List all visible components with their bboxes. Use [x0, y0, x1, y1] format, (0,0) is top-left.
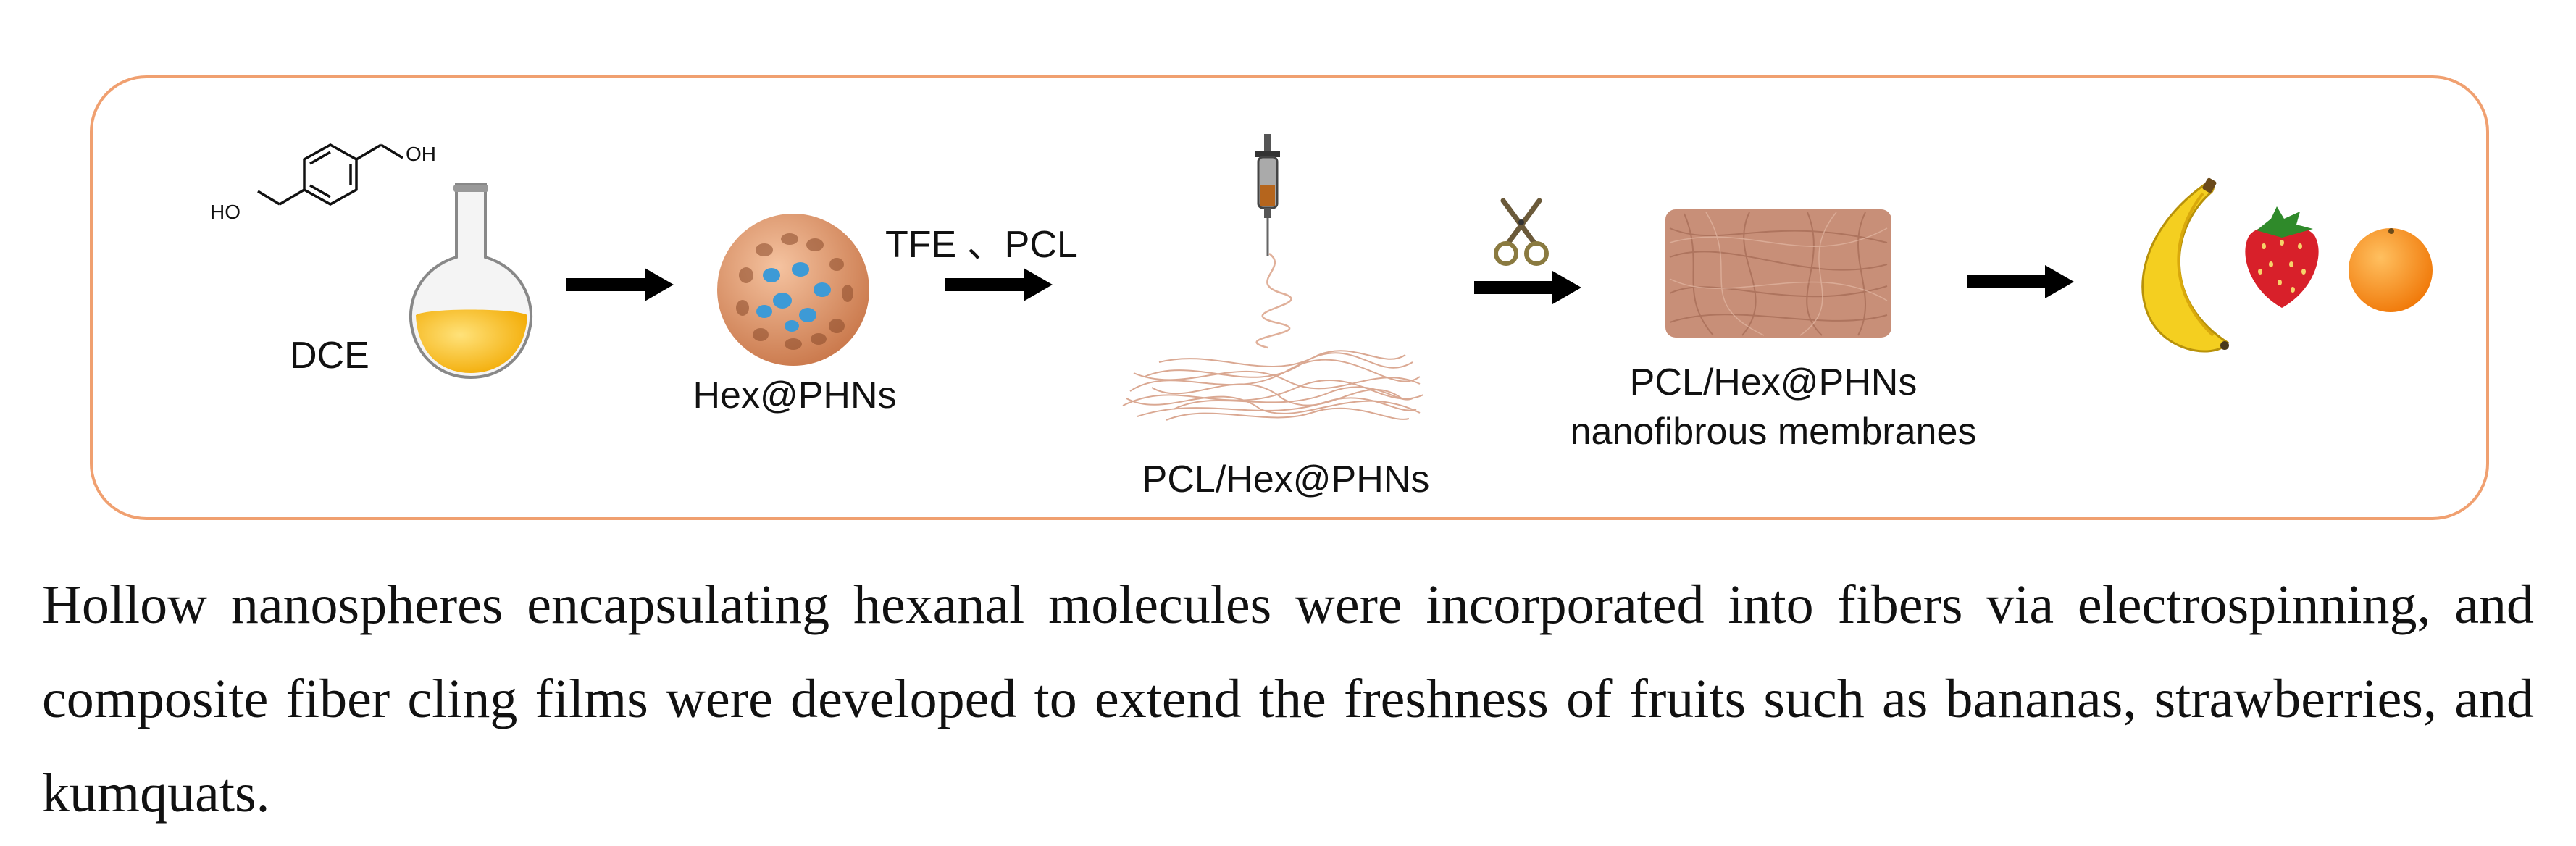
strawberry-icon — [2245, 206, 2319, 308]
electrospinning-syringe-icon — [1255, 134, 1280, 256]
orange-icon — [2349, 228, 2433, 312]
hollow-nanosphere-icon — [717, 214, 869, 366]
arrow-4 — [1967, 265, 2074, 298]
ho-label: HO — [210, 201, 241, 223]
benzenedimethanol-molecule: OH HO — [210, 143, 436, 223]
oh-label: OH — [406, 143, 436, 165]
flask-icon — [409, 183, 532, 380]
tfe-pcl-label: TFE 、PCL — [885, 224, 1078, 266]
electrospun-fiber-mat — [1122, 252, 1424, 421]
membrane-label-line2: nanofibrous membranes — [1570, 411, 1977, 453]
nanofibrous-membrane-icon — [1665, 209, 1891, 338]
scissors-icon — [1494, 198, 1549, 266]
membrane-label-line1: PCL/Hex@PHNs — [1629, 361, 1918, 403]
dce-label: DCE — [290, 335, 369, 377]
hex-phns-label: Hex@PHNs — [693, 374, 897, 416]
arrow-2 — [945, 268, 1053, 301]
scheme-frame — [90, 75, 2489, 520]
arrow-3 — [1474, 271, 1581, 304]
banana-icon — [2141, 177, 2230, 353]
arrow-1 — [566, 268, 674, 301]
pcl-hex-phns-label: PCL/Hex@PHNs — [1142, 458, 1430, 501]
caption-text: Hollow nanospheres encapsulating hexanal… — [42, 574, 2534, 824]
